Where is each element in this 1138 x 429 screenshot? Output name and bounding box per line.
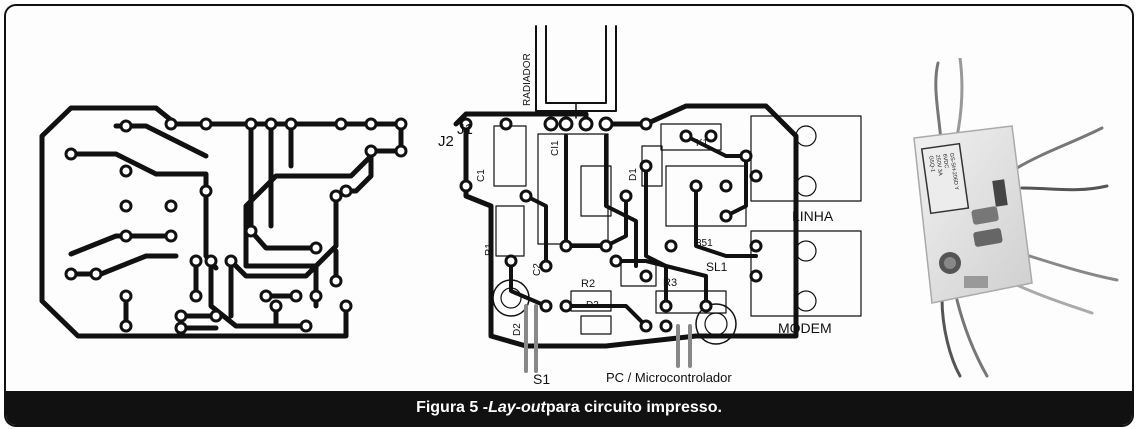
label-radiador: RADIADOR [522,53,533,106]
label-sl1: SL1 [706,260,728,274]
label-j2: J2 [438,133,454,150]
label-j1: J1 [457,121,473,138]
caption-italic: Lay-out [488,399,546,416]
label-c2: C2 [532,263,543,276]
label-modem: MODEM [778,320,832,336]
label-s1: S1 [533,371,550,387]
relay-text-2: 6VDC [941,153,949,168]
figure-frame: RADIADOR J2 J1 C1 CI1 D1 C2 R1 R2 R3 D3 … [4,4,1134,427]
relay-text-3: 250V 3A [934,154,943,176]
label-351: 351 [696,238,713,249]
label-r3: R3 [663,277,677,289]
label-c1: C1 [476,169,487,182]
copper-pads-layout [64,117,408,335]
caption-prefix: Figura 5 - [416,399,489,416]
pcb-layout-drawing: RADIADOR J2 J1 C1 CI1 D1 C2 R1 R2 R3 D3 … [39,25,862,387]
component-pads [459,116,763,333]
label-r1: R1 [484,243,495,256]
caption-suffix: para circuito impresso. [545,399,722,416]
label-d2: D2 [512,323,523,336]
label-ci1: CI1 [550,140,561,156]
label-k1: K1 [696,138,709,149]
label-d3: D3 [586,300,599,311]
relay-text-4: G5Q-1 [927,155,935,172]
assembled-board-photo: GS-SH-206D Y 6VDC 250V 3A G5Q-1 [913,58,1119,378]
relay-text-1: GS-SH-206D Y [948,152,959,190]
label-r2: R2 [581,278,595,290]
figure-caption: Figura 5 - Lay-out para circuito impress… [6,391,1132,425]
label-linha: LINHA [792,208,834,224]
label-d1: D1 [628,168,639,181]
label-pc-microcontrolador: PC / Microcontrolador [606,370,732,385]
